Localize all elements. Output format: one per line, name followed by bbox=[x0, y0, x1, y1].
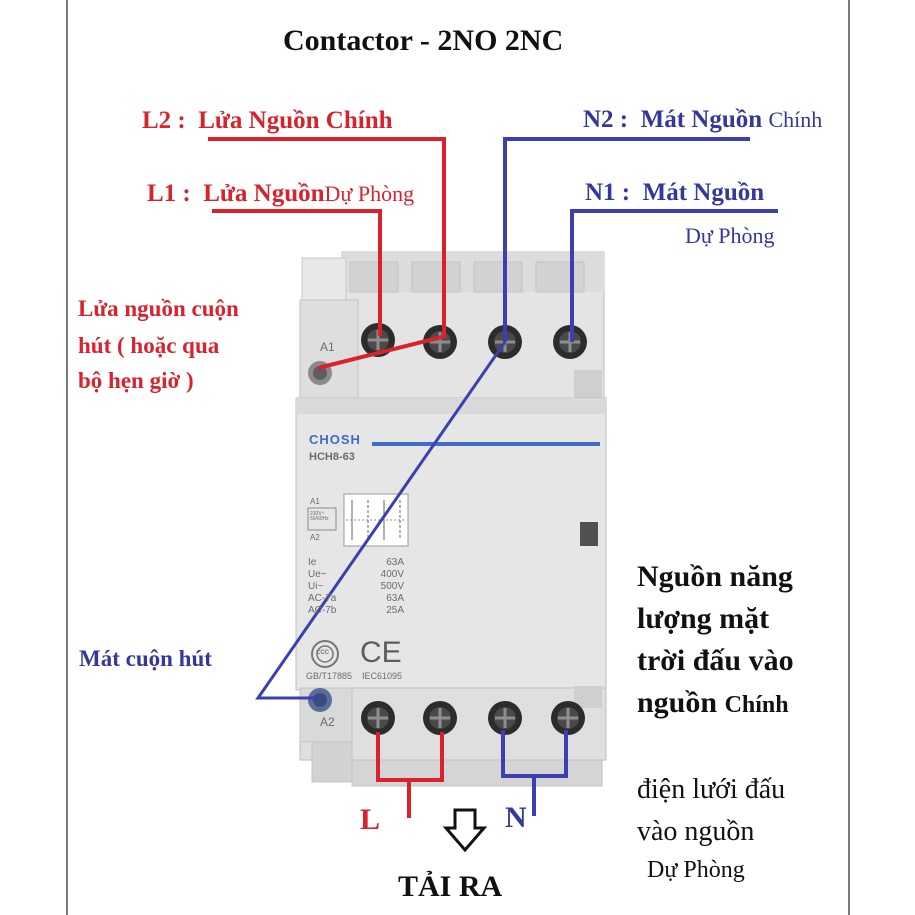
n2-label: N2 : Mát Nguồn Chính bbox=[583, 107, 822, 132]
l1-suffix: Dự Phòng bbox=[324, 181, 415, 206]
down-arrow-icon bbox=[442, 808, 488, 853]
standard-gb: GB/T17885 bbox=[306, 671, 353, 681]
n2-neutral-wire bbox=[503, 137, 750, 342]
n1-text: Mát Nguồn bbox=[642, 179, 765, 206]
grid-line1: điện lưới đấu bbox=[637, 774, 786, 805]
coil-symbol-box bbox=[307, 507, 337, 531]
screw-bottom-4-icon bbox=[551, 701, 585, 735]
spec-row: Ui~500V bbox=[308, 581, 404, 592]
coil-neutral-wire bbox=[255, 341, 507, 700]
coil-live-line3: bộ hẹn giờ ) bbox=[78, 368, 194, 393]
coil-rating-label: 230V~ 50/60Hz bbox=[310, 511, 329, 522]
device-brand: CHOSH bbox=[309, 432, 361, 447]
ccc-mark-text: CCC bbox=[316, 650, 329, 656]
standard-iec: IEC61095 bbox=[362, 671, 403, 681]
coil-live-line2: hút ( hoặc qua bbox=[78, 333, 220, 358]
left-frame-line bbox=[66, 0, 68, 915]
l2-label: L2 : Lửa Nguồn Chính bbox=[142, 108, 393, 133]
indicator-window bbox=[580, 522, 598, 546]
screw-bottom-1-icon bbox=[361, 701, 395, 735]
diagram-title: Contactor - 2NO 2NC bbox=[283, 24, 564, 57]
load-neutral-bridge bbox=[501, 730, 568, 778]
ccc-mark-icon bbox=[311, 640, 339, 668]
screw-top-2-icon bbox=[423, 325, 457, 359]
solar-line1: Nguồn năng bbox=[637, 560, 793, 593]
load-out-label: TẢI RA bbox=[398, 870, 503, 903]
coil-a1-label: A1 bbox=[310, 497, 320, 506]
l1-live-wire bbox=[212, 209, 382, 336]
n1-label: N1 : Mát Nguồn bbox=[585, 180, 764, 205]
n1-suffix: Dự Phòng bbox=[685, 223, 775, 248]
n2-text: Mát Nguồn bbox=[640, 106, 763, 133]
n1-prefix: N1 : bbox=[585, 179, 631, 206]
device-model: HCH8-63 bbox=[309, 451, 355, 463]
solar-line4-text: nguồn bbox=[637, 686, 718, 719]
terminal-a1-label: A1 bbox=[320, 340, 335, 354]
screw-top-1-icon bbox=[361, 323, 395, 357]
l1-text: Lửa Nguồn bbox=[203, 180, 325, 207]
spec-row: Ue~400V bbox=[308, 569, 404, 580]
grid-line3: Dự Phòng bbox=[647, 857, 745, 883]
l2-text: Lửa Nguồn Chính bbox=[198, 107, 393, 134]
solar-line3: trời đấu vào bbox=[637, 644, 794, 677]
output-n-label: N bbox=[505, 801, 527, 834]
solar-line4-suffix: Chính bbox=[724, 692, 789, 718]
n2-prefix: N2 : bbox=[583, 106, 629, 133]
coil-neutral-label: Mát cuộn hút bbox=[79, 646, 212, 671]
screw-bottom-2-icon bbox=[423, 701, 457, 735]
grid-line2: vào nguồn bbox=[637, 816, 755, 847]
a1-terminal-housing bbox=[299, 299, 359, 401]
right-frame-line bbox=[848, 0, 850, 915]
n1-neutral-wire bbox=[570, 209, 778, 342]
l1-label: L1 : Lửa NguồnDự Phòng bbox=[147, 181, 414, 206]
ce-mark: CE bbox=[360, 636, 402, 669]
l2-prefix: L2 : bbox=[142, 107, 186, 134]
solar-line2: lượng mặt bbox=[637, 602, 770, 635]
terminal-a2-label: A2 bbox=[320, 715, 335, 729]
screw-bottom-3-icon bbox=[488, 701, 522, 735]
load-live-bridge bbox=[376, 732, 444, 782]
n2-suffix: Chính bbox=[768, 107, 823, 132]
l1-prefix: L1 : bbox=[147, 180, 191, 207]
coil-live-wire bbox=[317, 334, 447, 370]
l2-live-wire bbox=[208, 137, 446, 338]
solar-line4: nguồn Chính bbox=[637, 688, 789, 718]
coil-live-line1: Lửa nguồn cuộn bbox=[78, 296, 239, 321]
coil-a2-label: A2 bbox=[310, 533, 320, 542]
output-l-label: L bbox=[360, 803, 381, 836]
